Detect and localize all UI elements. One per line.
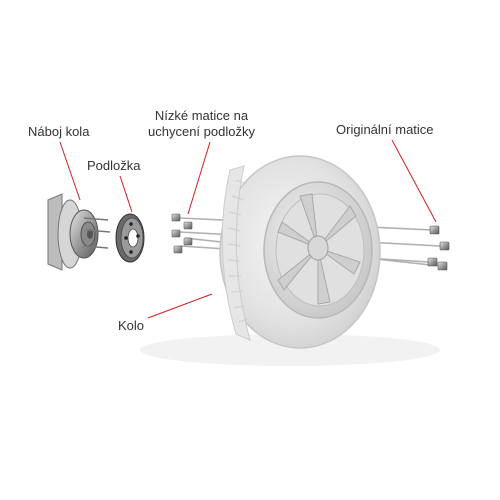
leader-lines xyxy=(59,139,437,319)
spacer-disc xyxy=(115,213,145,263)
rim-spokes xyxy=(277,193,361,305)
leader-hub xyxy=(59,141,81,201)
original-nuts xyxy=(427,225,450,271)
wheel xyxy=(219,155,381,349)
leader-wheel xyxy=(147,293,213,319)
label-low-nuts-line1: Nízké matice na xyxy=(154,108,249,123)
low-spacer-nuts xyxy=(171,213,193,254)
label-low-nuts: Nízké matice na uchycení podložky xyxy=(148,108,255,140)
label-spacer: Podložka xyxy=(87,158,141,173)
label-low-nuts-line2: uchycení podložky xyxy=(148,124,255,139)
floor-shadow xyxy=(140,334,440,366)
leader-low-nuts xyxy=(187,141,211,215)
rim-center-cap xyxy=(307,235,329,261)
label-original-nuts: Originální matice xyxy=(336,122,434,137)
leader-original-nuts xyxy=(391,139,437,223)
tread-pattern xyxy=(227,179,249,323)
tire-tread xyxy=(221,165,251,341)
label-wheel: Kolo xyxy=(118,318,145,333)
wheel-hub xyxy=(47,193,111,271)
leader-spacer xyxy=(119,175,133,213)
label-hub: Náboj kola xyxy=(28,124,90,139)
